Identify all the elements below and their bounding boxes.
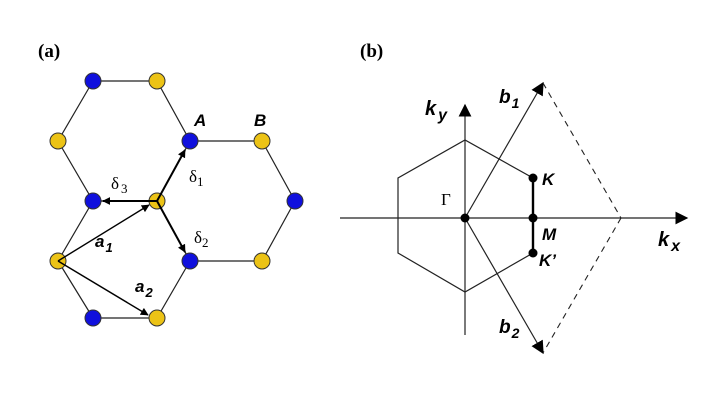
b2-label: b2 [499,317,520,341]
k-point [528,173,538,183]
panel-a-label: (a) [38,41,60,62]
atom-b-site [148,309,166,327]
atom-a-site [84,192,102,210]
atom-b-site [253,252,271,270]
delta-1-subscript: 1 [197,174,204,189]
lattice-vectors [57,204,150,316]
delta-2-subscript: 2 [202,235,209,250]
delta-2-arrow [156,200,186,253]
a2-arrow [57,260,149,316]
kx-subscript: x [670,238,681,255]
m-point-label: M [542,225,557,244]
a1-subscript: 1 [105,240,112,255]
atom-a-site [84,72,102,90]
panel-a: (a) [38,41,304,327]
a2-label: a2 [135,277,153,300]
m-point [528,213,538,223]
site-label-a: A [193,111,206,130]
atom-b-site [253,132,271,150]
hexagon-right [156,140,296,262]
b2-subscript: 2 [511,325,520,341]
b-symbol: b [499,87,511,108]
atom-a-site [181,132,199,150]
delta-3-subscript: 3 [121,181,128,196]
b1-arrow [464,81,544,219]
delta-symbol: δ [189,167,197,186]
a1-arrow [57,204,150,262]
delta-1-arrow [156,149,186,202]
b1-subscript: 1 [512,95,520,111]
nn-vectors [102,149,186,253]
gamma-label: Γ [441,190,451,209]
delta-1-label: δ1 [189,167,204,189]
gamma-point [460,213,470,223]
k-point-label: K [542,170,556,189]
delta-2-label: δ2 [194,228,209,250]
kprime-point-label: K’ [539,251,556,270]
a1-label: a1 [95,232,113,255]
panel-b-label: (b) [360,41,383,62]
site-label-b: B [254,111,266,130]
b1-label: b1 [499,87,520,111]
dashed-upper [542,82,622,219]
atom-a-site [286,192,304,210]
symmetry-points [460,173,538,258]
b2-arrow [464,217,544,355]
delta-symbol: δ [111,174,119,193]
kprime-point [528,248,538,258]
dashed-lower [542,217,622,354]
b-symbol: b [499,317,511,338]
atom-b-site [49,132,67,150]
k-symbol: k [658,229,670,251]
a-symbol: a [95,232,104,251]
delta-symbol: δ [194,228,202,247]
reciprocal-vectors [464,81,544,355]
dashed-lines [542,82,622,354]
atom-b-site [148,72,166,90]
axes [340,103,689,335]
atom-a-site [181,252,199,270]
k-symbol: k [425,98,437,120]
atom-a-site [84,309,102,327]
a-symbol: a [135,277,144,296]
a2-subscript: 2 [144,285,153,300]
ky-subscript: y [437,107,448,124]
